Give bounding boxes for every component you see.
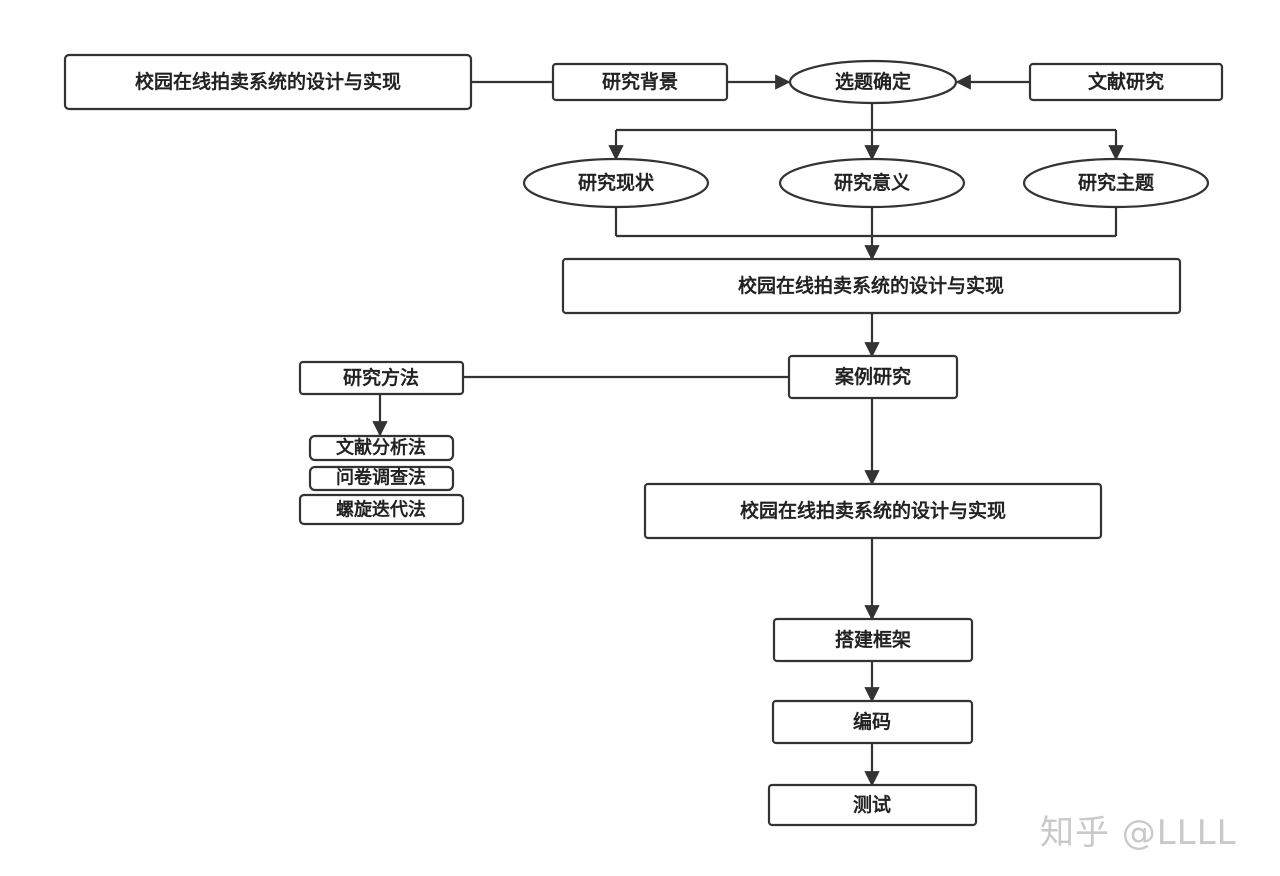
node-methods: 研究方法 <box>298 360 465 396</box>
node-framework-label: 搭建框架 <box>835 628 911 651</box>
node-status-label: 研究现状 <box>578 171 655 194</box>
node-top-title: 校园在线拍卖系统的设计与实现 <box>63 53 473 111</box>
node-testing-label: 测试 <box>853 794 891 816</box>
node-main-title-1-label: 校园在线拍卖系统的设计与实现 <box>738 274 1004 297</box>
node-coding: 编码 <box>771 699 974 745</box>
connectors <box>372 74 1124 787</box>
node-topic-label: 选题确定 <box>835 70 911 93</box>
node-framework: 搭建框架 <box>772 617 974 663</box>
node-status: 研究现状 <box>522 157 710 209</box>
node-methods-label: 研究方法 <box>343 366 419 389</box>
node-case-study: 案例研究 <box>787 354 959 400</box>
node-main-title-2-label: 校园在线拍卖系统的设计与实现 <box>740 499 1006 522</box>
node-method-spiral: 螺旋迭代法 <box>298 493 465 526</box>
node-literature: 文献研究 <box>1028 62 1224 102</box>
watermark: 知乎 @LLLL <box>1040 813 1237 853</box>
node-method-literature: 文献分析法 <box>308 434 455 462</box>
node-literature-label: 文献研究 <box>1088 70 1164 93</box>
node-background: 研究背景 <box>551 62 729 102</box>
node-method-survey: 问卷调查法 <box>308 465 455 492</box>
node-method-spiral-label: 螺旋迭代法 <box>336 499 426 521</box>
node-significance-label: 研究意义 <box>834 171 910 194</box>
node-top-title-label: 校园在线拍卖系统的设计与实现 <box>135 70 401 93</box>
node-topic: 选题确定 <box>788 59 958 105</box>
node-method-literature-label: 文献分析法 <box>336 437 426 459</box>
node-significance: 研究意义 <box>778 157 966 209</box>
node-main-title-1: 校园在线拍卖系统的设计与实现 <box>561 257 1182 315</box>
node-coding-label: 编码 <box>853 710 891 733</box>
node-testing: 测试 <box>767 783 978 827</box>
node-case-study-label: 案例研究 <box>834 365 911 388</box>
node-background-label: 研究背景 <box>602 70 678 93</box>
node-method-survey-label: 问卷调查法 <box>336 467 426 489</box>
node-main-title-2: 校园在线拍卖系统的设计与实现 <box>643 482 1103 540</box>
node-theme: 研究主题 <box>1022 157 1210 209</box>
node-theme-label: 研究主题 <box>1078 171 1154 194</box>
